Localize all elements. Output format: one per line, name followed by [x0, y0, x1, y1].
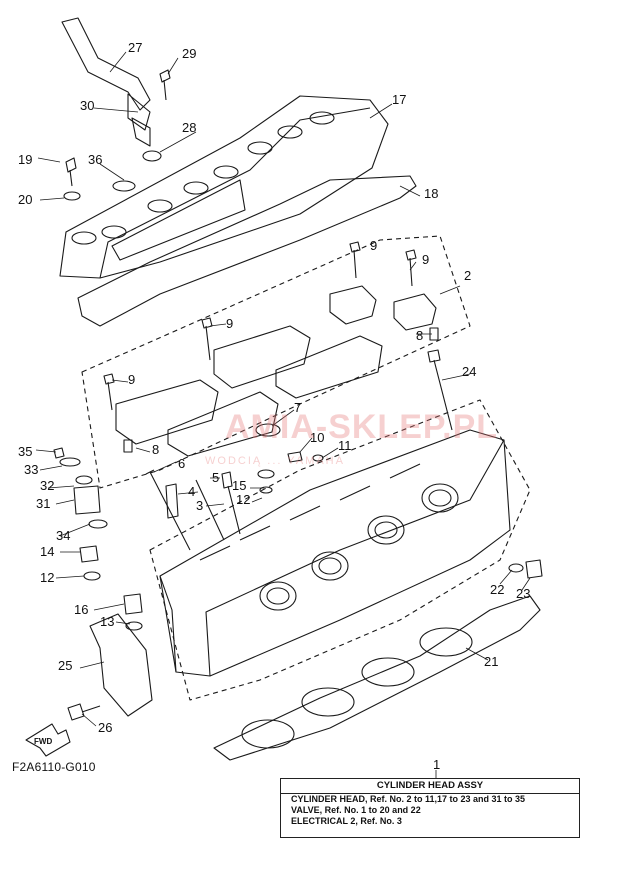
- callout-9a: 9: [370, 238, 377, 253]
- callout-35: 35: [18, 444, 32, 459]
- callout-2: 2: [464, 268, 471, 283]
- callout-7: 7: [294, 400, 301, 415]
- callout-11: 11: [338, 438, 352, 453]
- callout-9d: 9: [128, 372, 135, 387]
- callout-31: 31: [36, 496, 50, 511]
- callout-15: 15: [232, 478, 246, 493]
- callout-9c: 9: [226, 316, 233, 331]
- callout-4: 4: [188, 484, 195, 499]
- callout-14: 14: [40, 544, 54, 559]
- callout-3: 3: [196, 498, 203, 513]
- callout-24: 24: [462, 364, 476, 379]
- callout-19: 19: [18, 152, 32, 167]
- callout-labels: 27 29 30 28 17 19 36 20 18 9 2 9 9 8 24 …: [18, 40, 530, 746]
- callout-27: 27: [128, 40, 142, 55]
- callout-12a: 12: [236, 492, 250, 507]
- callout-18: 18: [424, 186, 438, 201]
- head-gasket: [213, 595, 541, 761]
- callout-12b: 12: [40, 570, 54, 585]
- callout-13: 13: [100, 614, 114, 629]
- figure-code: F2A6110-G010: [12, 760, 96, 774]
- callout-9b: 9: [422, 252, 429, 267]
- assembly-line: ELECTRICAL 2, Ref. No. 3: [291, 816, 402, 826]
- callout-6: 6: [178, 456, 185, 471]
- callout-29: 29: [182, 46, 196, 61]
- bracket: [89, 613, 153, 717]
- callout-8b: 8: [152, 442, 159, 457]
- breather-hose: [61, 17, 151, 111]
- head-cover: [59, 95, 389, 279]
- assembly-ref-number: 1: [433, 757, 441, 772]
- fwd-arrow: [25, 723, 71, 757]
- callout-34: 34: [56, 528, 70, 543]
- callout-25: 25: [58, 658, 72, 673]
- callout-16: 16: [74, 602, 88, 617]
- callout-32: 32: [40, 478, 54, 493]
- fwd-label: FWD: [34, 737, 52, 746]
- callout-21: 21: [484, 654, 498, 669]
- callout-30: 30: [80, 98, 94, 113]
- callout-22: 22: [490, 582, 504, 597]
- callout-8a: 8: [416, 328, 423, 343]
- assembly-info-box: CYLINDER HEAD ASSY CYLINDER HEAD, Ref. N…: [280, 778, 580, 838]
- callout-33: 33: [24, 462, 38, 477]
- callout-36: 36: [88, 152, 102, 167]
- callout-5: 5: [212, 470, 219, 485]
- assembly-line: VALVE, Ref. No. 1 to 20 and 22: [291, 805, 421, 815]
- callout-23: 23: [516, 586, 530, 601]
- cover-gasket: [77, 175, 417, 327]
- callout-28: 28: [182, 120, 196, 135]
- cylinder-head: [159, 429, 511, 677]
- assembly-title: CYLINDER HEAD ASSY: [281, 779, 579, 794]
- callout-20: 20: [18, 192, 32, 207]
- callout-26: 26: [98, 720, 112, 735]
- callout-17: 17: [392, 92, 406, 107]
- assembly-line: CYLINDER HEAD, Ref. No. 2 to 11,17 to 23…: [291, 794, 526, 804]
- callout-10: 10: [310, 430, 324, 445]
